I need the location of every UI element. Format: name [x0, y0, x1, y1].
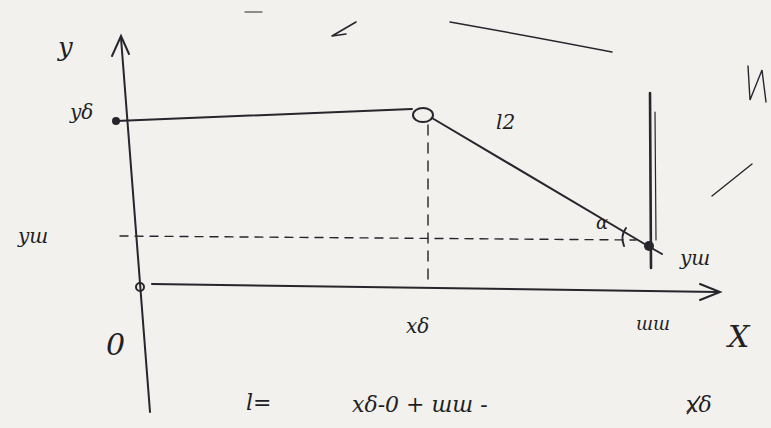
rod [655, 112, 656, 240]
slope-line [432, 118, 662, 254]
handwritten-label: xδ-0 + шш - [352, 394, 488, 416]
handwritten-label: X [728, 322, 749, 352]
dashed-line [120, 236, 636, 240]
scribble [748, 66, 766, 102]
handwritten-label: шш [636, 315, 670, 333]
scribble [332, 22, 356, 36]
handwritten-label: α [596, 214, 608, 232]
handwritten-label: yш [18, 226, 48, 246]
rope-line [116, 109, 412, 121]
handwritten-label: y [58, 34, 73, 60]
scribble [712, 164, 752, 196]
handwritten-label: l= [246, 392, 271, 414]
handwritten-label: xδ [406, 316, 429, 336]
dashed-line [427, 125, 428, 282]
scribble [450, 22, 612, 52]
point [112, 117, 120, 125]
axis-arrow [112, 36, 129, 56]
pulley [413, 108, 433, 122]
x-axis [152, 284, 718, 292]
handwritten-label: yш [680, 248, 710, 268]
y-axis [121, 38, 150, 412]
angle-arc [622, 228, 626, 246]
handwritten-label: 0 [106, 330, 125, 360]
scribble [245, 11, 262, 12]
handwritten-label: l2 [496, 112, 515, 132]
strike-mark [686, 394, 712, 416]
axis-arrow [700, 284, 720, 300]
point [644, 241, 654, 251]
handwritten-label: yδ [70, 102, 93, 122]
origin-ring [136, 283, 144, 291]
